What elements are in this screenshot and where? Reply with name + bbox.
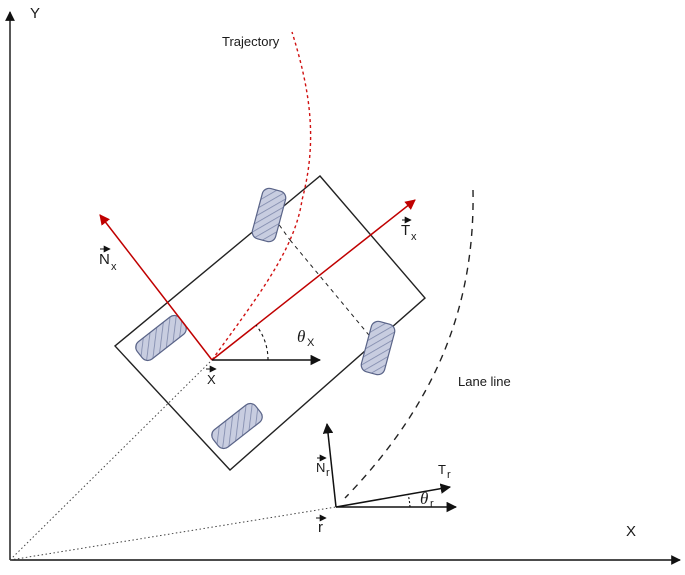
tangent-vector-r — [335, 483, 452, 508]
label-vehicle-position: X — [206, 365, 217, 387]
svg-text:r: r — [447, 469, 451, 481]
theta-r-arc — [407, 493, 411, 508]
svg-text:T: T — [438, 462, 446, 477]
axle-line-front — [289, 239, 379, 347]
trajectory-curve — [211, 31, 312, 361]
svg-text:X: X — [307, 337, 315, 349]
x-axis-label: X — [626, 523, 636, 540]
label-theta-x: θ X — [297, 327, 315, 349]
tangent-vector-x — [211, 199, 416, 361]
svg-text:x: x — [411, 231, 417, 243]
tire-front-right — [360, 320, 396, 376]
label-normal-r: N r — [316, 454, 330, 479]
svg-text:r: r — [430, 498, 434, 510]
label-tangent-r: T r — [438, 462, 451, 481]
svg-text:T: T — [401, 222, 410, 239]
normal-vector-x — [99, 214, 213, 361]
y-axis-label: Y — [30, 5, 40, 22]
lane-line-label: Lane line — [458, 374, 511, 389]
axle-line-top — [269, 211, 291, 241]
label-normal-x: N x — [99, 245, 117, 273]
svg-text:X: X — [207, 372, 216, 387]
svg-text:θ: θ — [420, 489, 428, 508]
vehicle-body — [113, 175, 426, 471]
position-vector-x — [9, 359, 213, 561]
label-road-position: r — [316, 514, 327, 536]
tire-front-left — [251, 187, 287, 243]
svg-text:r: r — [326, 467, 330, 479]
trajectory-label: Trajectory — [222, 34, 280, 49]
svg-text:N: N — [316, 460, 325, 475]
svg-text:θ: θ — [297, 327, 305, 346]
normal-vector-r — [322, 422, 337, 508]
svg-text:x: x — [111, 261, 117, 273]
label-tangent-x: T x — [401, 216, 417, 243]
label-theta-r: θ r — [420, 489, 434, 510]
theta-x-arc — [255, 324, 269, 361]
lane-line — [344, 189, 474, 499]
svg-text:N: N — [99, 251, 110, 268]
tire-rear-right — [211, 402, 263, 450]
position-vector-r — [9, 506, 337, 561]
svg-text:r: r — [318, 519, 323, 536]
